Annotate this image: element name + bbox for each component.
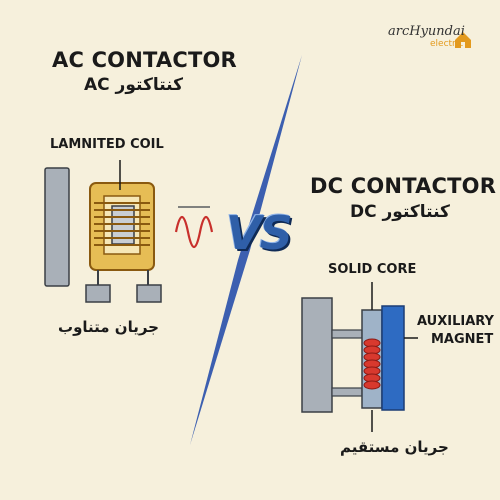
ac-coil-label: LAMNITED COIL	[50, 137, 164, 152]
logo-subtext: electric	[430, 39, 464, 49]
ac-current-label: جریان متناوب	[58, 318, 159, 336]
ac-terminal-left	[85, 284, 111, 303]
dc-bridge-top	[331, 329, 363, 339]
dc-core-label: SOLID CORE	[328, 262, 417, 277]
ac-terminal-right	[136, 284, 162, 303]
ac-wave-symbol	[174, 206, 214, 249]
dc-current-label: جریان مستقیم	[340, 438, 449, 456]
ac-title: AC CONTACTOR	[52, 48, 237, 72]
dc-frame-bar	[301, 297, 333, 413]
diagonal-divider	[190, 55, 302, 445]
ac-frame-bar	[44, 167, 70, 287]
vs-label: VS	[226, 206, 293, 260]
ac-sine-wave	[174, 215, 214, 249]
logo-text: arcHyundai	[388, 24, 465, 39]
dc-title: DC CONTACTOR	[310, 174, 497, 198]
dc-contactor-illustration	[301, 282, 418, 432]
dc-title-fa: کنتاکتور DC	[350, 202, 450, 222]
dc-bridge-bottom	[331, 387, 363, 397]
dc-aux-label-line1: AUXILIARY	[417, 314, 494, 329]
ac-contactor-illustration	[44, 160, 162, 303]
dc-auxiliary-magnet	[381, 305, 405, 411]
dc-aux-label-line2: MAGNET	[431, 332, 494, 347]
ac-title-fa: کنتاکتور AC	[84, 75, 183, 95]
brand-logo: arcHyundai electric	[388, 22, 484, 52]
ac-windings	[94, 202, 150, 246]
logo-house-icon	[455, 32, 471, 48]
dc-coil	[363, 338, 381, 390]
